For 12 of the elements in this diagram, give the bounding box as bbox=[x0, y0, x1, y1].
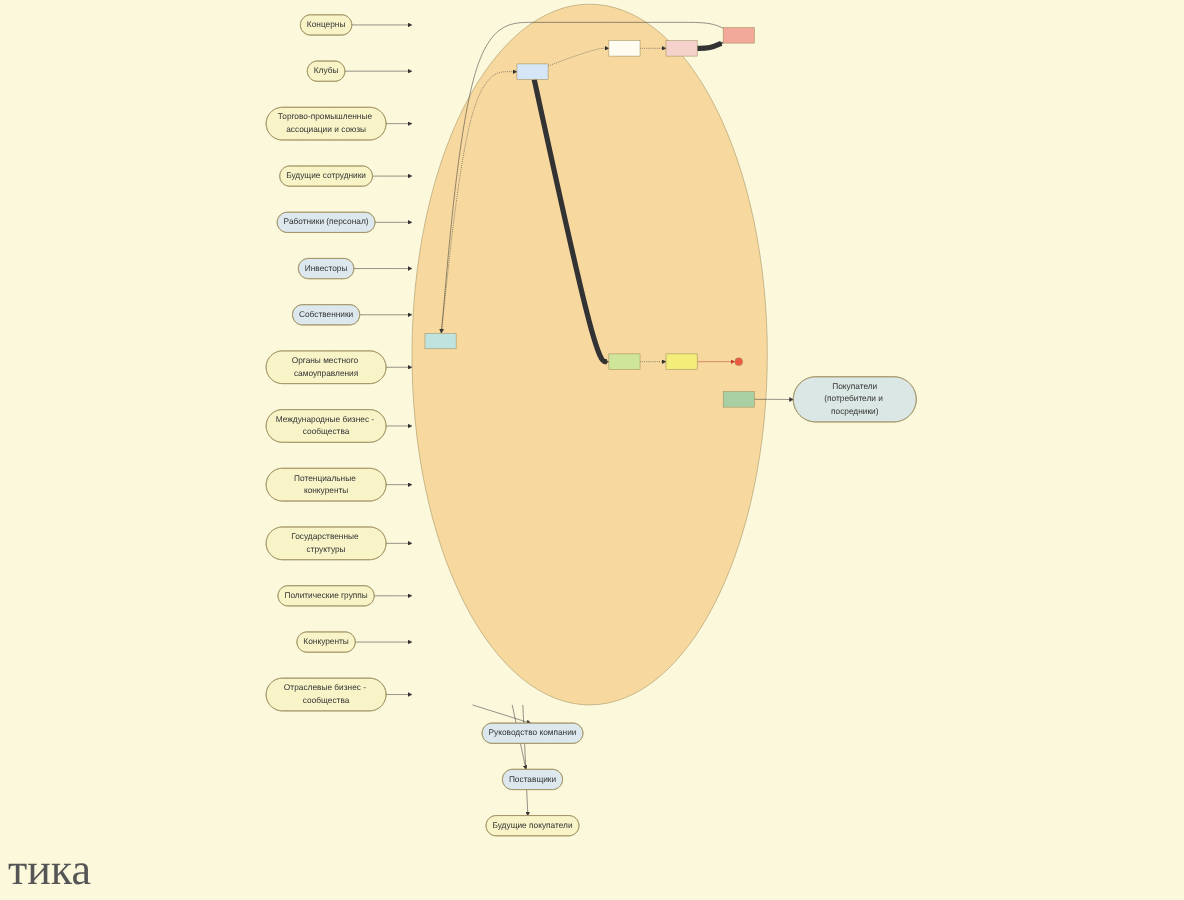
slide-text-fragment: тика bbox=[8, 844, 92, 894]
node-box bbox=[609, 40, 642, 57]
node-circle bbox=[735, 357, 744, 366]
arrow bbox=[697, 40, 725, 51]
node-box bbox=[517, 63, 550, 80]
node-box bbox=[609, 353, 642, 370]
arrow bbox=[532, 78, 610, 365]
node-box bbox=[723, 27, 756, 44]
node-box bbox=[666, 353, 699, 370]
node-box bbox=[723, 391, 756, 408]
node-box bbox=[425, 332, 458, 350]
node-box bbox=[666, 40, 699, 57]
